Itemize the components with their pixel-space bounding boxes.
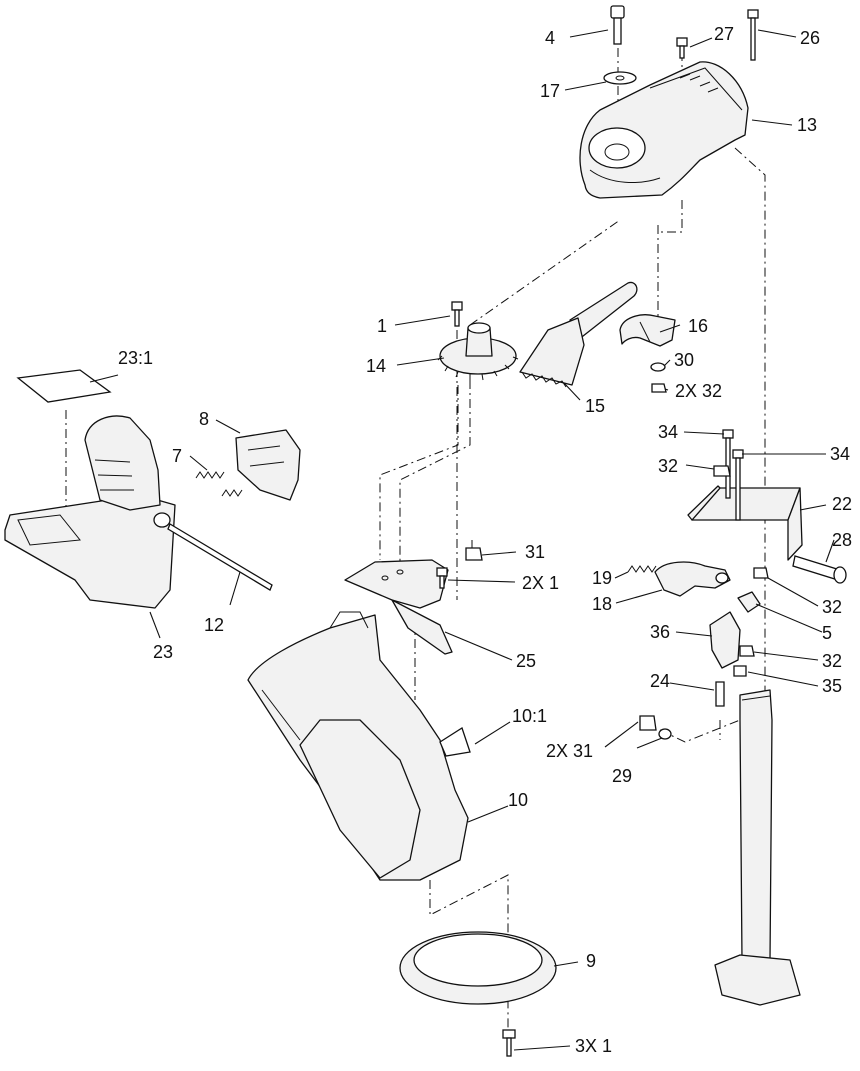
callout-8: 8 bbox=[199, 409, 209, 429]
callout-31-top: 31 bbox=[525, 542, 545, 562]
gear-part-14 bbox=[437, 322, 519, 381]
bolt-part-1-top bbox=[451, 301, 463, 327]
callout-4: 4 bbox=[545, 28, 555, 48]
latch-part-8 bbox=[235, 429, 301, 501]
ring-part-9 bbox=[399, 931, 557, 1005]
callout-13: 13 bbox=[797, 115, 817, 135]
bolt-part-1-bottom bbox=[502, 1029, 516, 1057]
callout-9: 9 bbox=[586, 951, 596, 971]
callout-labels: 4 27 26 17 13 1 16 14 30 2X 32 15 23:1 8… bbox=[118, 24, 852, 1056]
callout-28: 28 bbox=[832, 530, 852, 550]
washer-part-17 bbox=[603, 71, 637, 85]
callout-5: 5 bbox=[822, 623, 832, 643]
nut-part-32-b bbox=[753, 567, 769, 579]
callout-30: 30 bbox=[674, 350, 694, 370]
callout-16: 16 bbox=[688, 316, 708, 336]
washer-part-30 bbox=[650, 362, 666, 372]
leader-lines bbox=[89, 29, 835, 1051]
bracket-part-25 bbox=[344, 559, 453, 655]
callout-32-b: 32 bbox=[822, 597, 842, 617]
callout-23-1: 23:1 bbox=[118, 348, 153, 368]
nut-part-32-a bbox=[713, 465, 731, 477]
spring-part-7 bbox=[195, 471, 243, 497]
spacer-part-31 bbox=[639, 715, 657, 731]
bushing-part-35 bbox=[733, 665, 747, 677]
callout-23: 23 bbox=[153, 642, 173, 662]
drive-part-15 bbox=[519, 281, 638, 388]
callout-29: 29 bbox=[612, 766, 632, 786]
clamp-part-16 bbox=[619, 314, 676, 347]
callout-25: 25 bbox=[516, 651, 536, 671]
decal-part-23-1 bbox=[16, 369, 112, 403]
callout-15: 15 bbox=[585, 396, 605, 416]
callout-10-1: 10:1 bbox=[512, 706, 547, 726]
plate-part-5 bbox=[737, 591, 761, 613]
bolt-part-4 bbox=[610, 5, 625, 45]
lever-part-18 bbox=[654, 561, 731, 597]
callout-2x31: 2X 31 bbox=[546, 741, 593, 761]
callout-12: 12 bbox=[204, 615, 224, 635]
callout-35: 35 bbox=[822, 676, 842, 696]
bolt-part-1-mid bbox=[436, 567, 448, 589]
callout-1: 1 bbox=[377, 316, 387, 336]
callout-36: 36 bbox=[650, 622, 670, 642]
pin-part-24 bbox=[715, 681, 725, 707]
handle-part-23 bbox=[4, 415, 176, 609]
callout-19: 19 bbox=[592, 568, 612, 588]
chute-part-10 bbox=[247, 611, 469, 881]
support-tube bbox=[714, 689, 801, 1006]
cam-part-36 bbox=[709, 611, 741, 669]
callout-24: 24 bbox=[650, 671, 670, 691]
callout-2x32-top: 2X 32 bbox=[675, 381, 722, 401]
screw-part-26 bbox=[747, 9, 759, 61]
callout-22: 22 bbox=[832, 494, 852, 514]
callout-32-c: 32 bbox=[822, 651, 842, 671]
callout-26: 26 bbox=[800, 28, 820, 48]
callout-14: 14 bbox=[366, 356, 386, 376]
spring-part-19 bbox=[627, 565, 657, 573]
callout-17: 17 bbox=[540, 81, 560, 101]
callout-27: 27 bbox=[714, 24, 734, 44]
nut-part-32-c bbox=[739, 645, 755, 657]
callout-2x1: 2X 1 bbox=[522, 573, 559, 593]
callout-7: 7 bbox=[172, 446, 182, 466]
callout-32-a: 32 bbox=[658, 456, 678, 476]
nut-part-32-top bbox=[651, 383, 667, 393]
callout-34-left: 34 bbox=[658, 422, 678, 442]
pin-part-12 bbox=[167, 523, 273, 591]
nut-part-31-top bbox=[465, 547, 483, 561]
rod-part-28 bbox=[792, 555, 847, 584]
screw-part-27 bbox=[676, 37, 688, 59]
decal-part-10-1 bbox=[439, 727, 471, 757]
chute-cover-part-13 bbox=[579, 61, 749, 199]
washer-part-29 bbox=[658, 728, 672, 740]
bracket-part-22 bbox=[687, 485, 803, 561]
callout-3x1: 3X 1 bbox=[575, 1036, 612, 1056]
callout-34-right: 34 bbox=[830, 444, 850, 464]
callout-18: 18 bbox=[592, 594, 612, 614]
callout-10: 10 bbox=[508, 790, 528, 810]
